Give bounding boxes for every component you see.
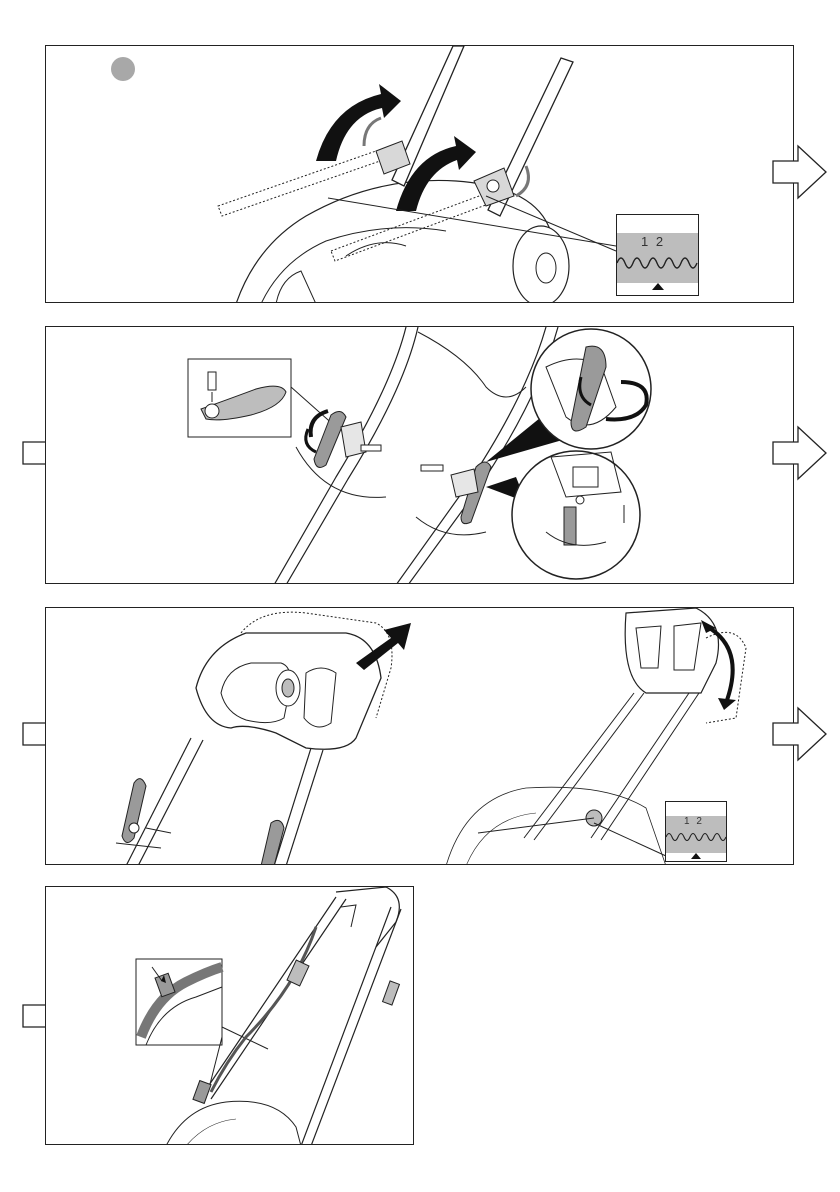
next-step-arrow-icon <box>772 425 828 481</box>
next-step-arrow-icon <box>772 144 828 200</box>
panel-step-2 <box>45 326 794 584</box>
cable-clip-illustration <box>46 887 414 1145</box>
height-scale-callout: 1 2 <box>616 214 699 296</box>
next-step-arrow-icon <box>772 706 828 762</box>
panel-step-4 <box>45 886 414 1145</box>
height-scale-callout: 1 2 <box>665 801 727 862</box>
scale-label: 1 2 <box>684 816 704 827</box>
panel-step-3: 1 2 <box>45 607 794 865</box>
scale-label: 1 2 <box>641 234 665 249</box>
handle-bolt-assembly-illustration <box>46 327 794 584</box>
panel-step-1: 1 2 <box>45 45 794 303</box>
